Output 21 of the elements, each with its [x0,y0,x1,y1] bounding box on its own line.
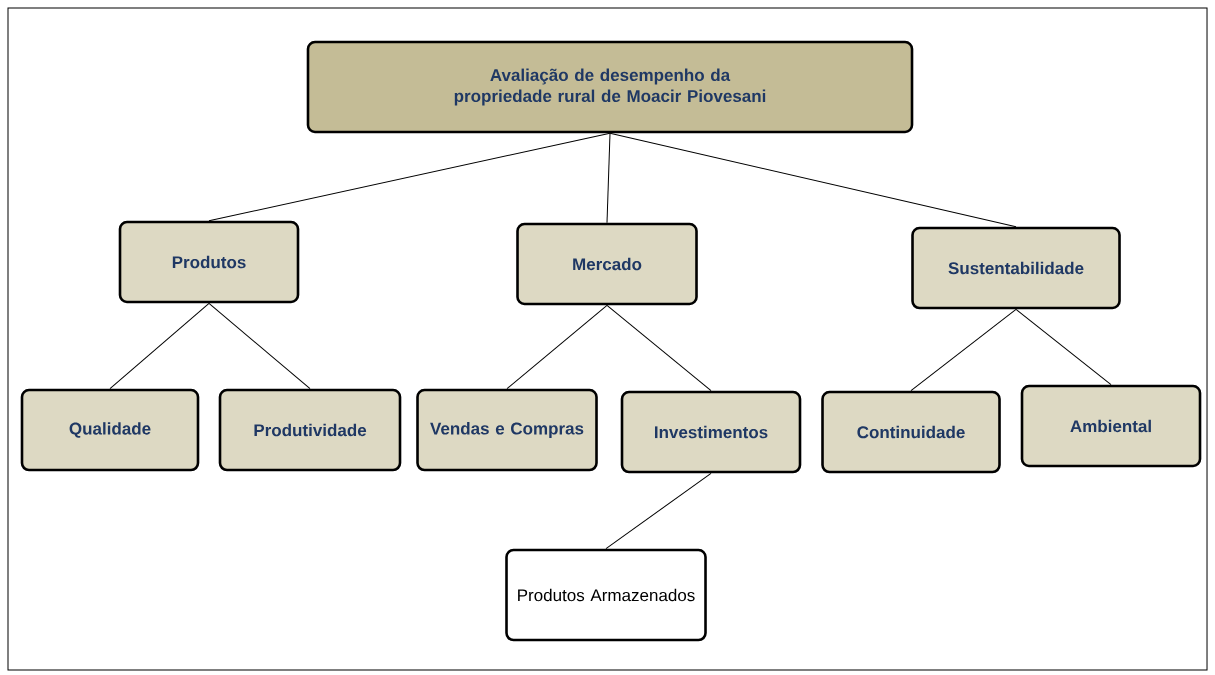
category-box: Ambiental [1020,384,1202,468]
connector-line [910,308,1017,392]
category-box: Qualidade [20,388,200,472]
connector-line [208,132,611,222]
connector-line [109,302,210,390]
category-box: Mercado [516,222,698,306]
connector-line [1015,308,1112,386]
connector-line [606,132,611,224]
connector-line [208,302,311,390]
connector-line [606,304,712,392]
item-box: Produtos Armazenados [505,548,707,642]
category-box: Investimentos [620,390,802,474]
category-box: Continuidade [821,390,1001,474]
category-box: Sustentabilidade [911,226,1121,310]
category-box: Produtos [118,220,300,304]
category-box: Vendas e Compras [416,388,598,472]
connector-line [609,132,1017,228]
connector-line [506,304,608,390]
connector-line [605,472,712,550]
category-box: Produtividade [218,388,402,472]
title-box: Avaliação de desempenho da propriedade rural de Moacir Piovesani [306,40,914,134]
